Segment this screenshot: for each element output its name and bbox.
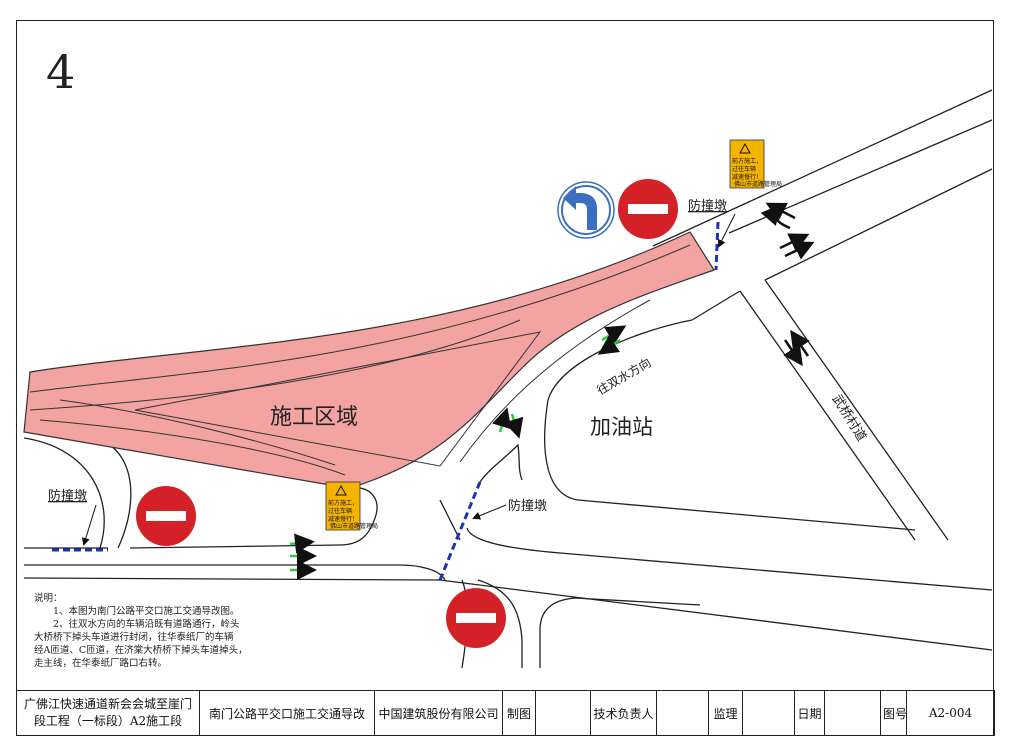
barrier-leader-left xyxy=(81,504,97,546)
date-label: 日期 xyxy=(794,690,825,736)
warning-bottom-line-1: 前方施工， xyxy=(328,499,358,507)
warning-triangle-icon xyxy=(739,142,751,154)
barrier-label-left: 防撞墩 xyxy=(48,488,87,504)
drawn-label: 制图 xyxy=(502,690,536,736)
lane-arrows-black-top xyxy=(760,202,815,260)
construction-zone xyxy=(23,231,715,489)
turn-left-arrow-icon xyxy=(563,186,597,230)
drawn-value xyxy=(535,690,591,736)
barrier-dashes xyxy=(52,221,720,581)
no-entry-sign-top xyxy=(618,179,678,239)
barrier-leader-mid xyxy=(472,504,507,520)
gas-station-label: 加油站 xyxy=(590,415,653,439)
barrier-line-top xyxy=(714,221,720,271)
supervisor-value xyxy=(742,690,795,736)
road-lines xyxy=(23,89,993,669)
notes-heading: 说明： xyxy=(34,593,63,604)
barrier-leader-top xyxy=(718,213,736,248)
barrier-label-mid: 防撞墩 xyxy=(508,498,547,514)
project-name: 广佛江快速通道新会会城至崖门段工程（一标段）A2施工段 xyxy=(16,690,200,736)
warning-sign-top: 前方施工， 过往车辆 减速慢行！ 佛山市道路管理局 xyxy=(729,139,782,189)
drawing-title: 南门公路平交口施工交通导改 xyxy=(199,690,375,736)
tech-value xyxy=(656,690,709,736)
date-value xyxy=(824,690,881,736)
warning-sign-bottom: 前方施工， 过往车辆 减速慢行！ 佛山市道路管理局 xyxy=(325,481,378,531)
sheet-number: 4 xyxy=(46,45,75,99)
no-entry-sign-bottom xyxy=(446,588,506,648)
lane-arrows-black-right xyxy=(783,329,810,367)
notes-item-1: 1、本图为南门公路平交口施工交通导改图。 xyxy=(53,606,240,617)
notes-item-2-line-1: 2、往双水方向的车辆沿既有道路通行，岭头 xyxy=(53,619,240,630)
direction-shuangshui-label: 往双水方向 xyxy=(594,355,653,398)
barrier-line-mid xyxy=(438,481,482,581)
no-entry-sign-left xyxy=(136,486,196,546)
construction-inner-lines xyxy=(29,244,691,476)
warning-top-footer: 佛山市道路管理局 xyxy=(734,180,782,188)
notes-item-2-line-3: 经A匝道、C匝道，在济棠大桥桥下掉头车道掉头， xyxy=(34,645,248,656)
warning-top-line-1: 前方施工， xyxy=(732,157,762,165)
drawing-no-label: 图号 xyxy=(880,690,907,736)
green-arrows xyxy=(289,325,627,580)
warning-triangle-icon xyxy=(335,484,347,496)
drawing-no-value: A2-004 xyxy=(906,690,995,736)
supervisor-label: 监理 xyxy=(708,690,743,736)
warning-bottom-footer: 佛山市道路管理局 xyxy=(330,522,378,530)
notes-item-2-line-4: 走主线，在华泰纸厂路口右转。 xyxy=(34,658,168,669)
construction-zone-label: 施工区域 xyxy=(270,405,358,430)
tech-label: 技术负责人 xyxy=(590,690,657,736)
title-block: 广佛江快速通道新会会城至崖门段工程（一标段）A2施工段 南门公路平交口施工交通导… xyxy=(16,690,995,736)
turn-left-sign xyxy=(557,181,615,239)
notes-block: 说明： 1、本图为南门公路平交口施工交通导改图。 2、往双水方向的车辆沿既有道路… xyxy=(34,592,270,670)
warning-bottom-line-3: 减速慢行！ xyxy=(328,515,358,523)
barrier-label-top: 防撞墩 xyxy=(688,198,727,214)
drawing-frame xyxy=(16,20,994,736)
notes-item-2-line-2: 大桥桥下掉头车道进行封闭，往华泰纸厂的车辆 xyxy=(34,632,234,643)
warning-top-line-2: 过往车辆 xyxy=(732,165,756,173)
warning-top-line-3: 减速慢行！ xyxy=(732,173,762,181)
company-name: 中国建筑股份有限公司 xyxy=(374,690,503,736)
warning-bottom-line-2: 过往车辆 xyxy=(328,507,352,515)
